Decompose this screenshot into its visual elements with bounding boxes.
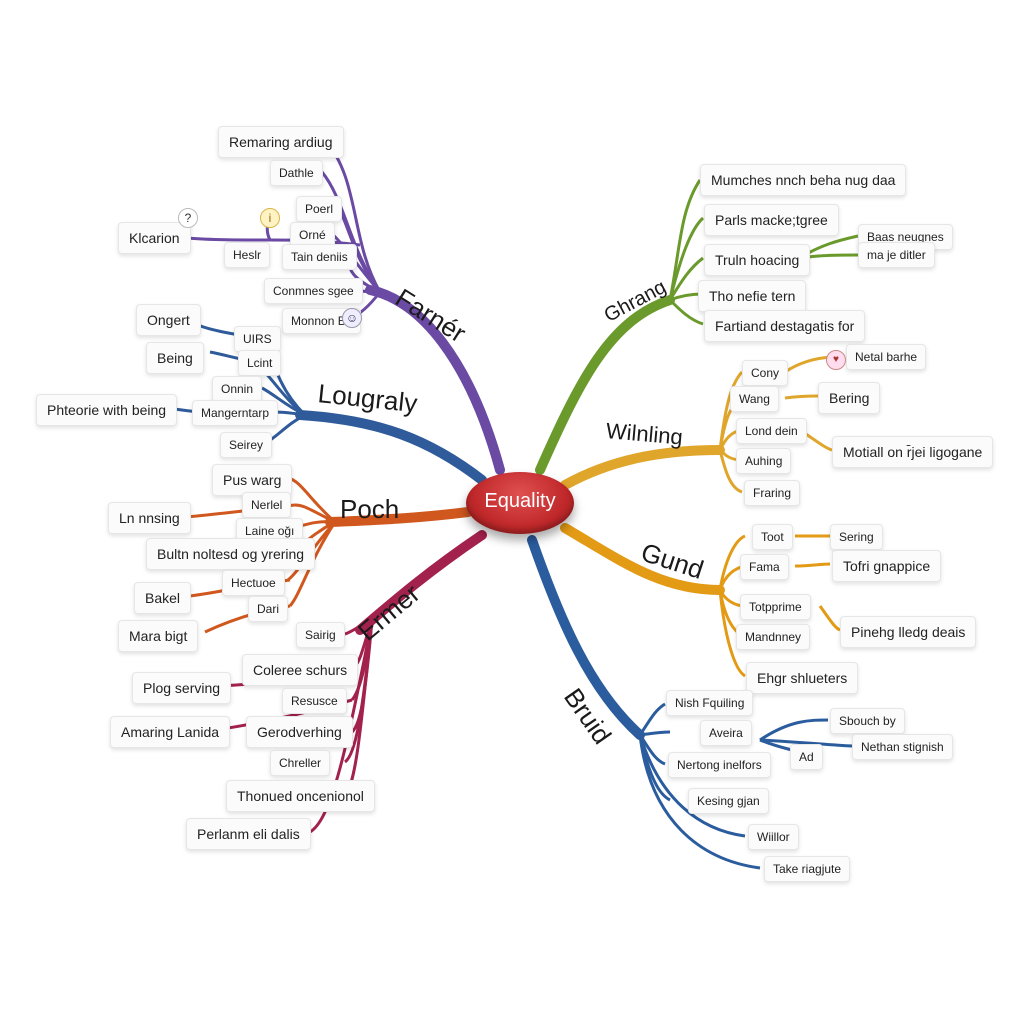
leaf-poch-2[interactable]: Nerlel — [242, 492, 292, 518]
leaf-ghrang-1[interactable]: Mumches nnch beha nug daa — [700, 164, 907, 196]
leaf-ghrang-4[interactable]: Baas neugnes — [858, 224, 953, 250]
leaf-ermer-4[interactable]: Resusce — [282, 688, 347, 714]
leaf-farner-1[interactable]: Remaring ardiug — [218, 126, 344, 158]
leaf-bruid-7[interactable]: Kesing gjan — [688, 788, 769, 814]
branch-farner-trunk — [365, 285, 505, 475]
leaf-gund-8[interactable]: Ehgr shlueters — [746, 662, 859, 694]
leaf-bruid-9[interactable]: Take riagjute — [764, 856, 851, 882]
leaf-bruid-1[interactable]: Nish Fquiling — [666, 690, 754, 716]
leaf-wilning-5[interactable]: Lond dein — [736, 418, 807, 444]
leaf-farner-7[interactable]: Conmnes sgee — [264, 278, 363, 304]
leaf-ghrang-6[interactable]: Tho nefie tern — [698, 280, 807, 312]
leaf-bruid-5[interactable]: Nethan stignish — [852, 734, 953, 760]
branch-wilning-trunk — [560, 445, 725, 490]
leaf-ermer-2[interactable]: Coleree schurs — [242, 654, 359, 686]
leaf-ghrang-5[interactable]: ma je ditler — [858, 242, 935, 268]
heart-icon: ♥ — [826, 350, 846, 370]
leaf-farner-5[interactable]: Heslr — [224, 242, 271, 268]
leaf-lougraly-5[interactable]: Onnin — [212, 376, 263, 402]
leaf-ermer-9[interactable]: Perlanm eli dalis — [186, 818, 311, 850]
central-topic-node[interactable]: Equality — [466, 472, 574, 534]
emoji-icon: ☺ — [342, 308, 362, 328]
leaf-lougraly-4[interactable]: Lcint — [238, 350, 282, 376]
leaf-lougraly-8[interactable]: Seirey — [220, 432, 273, 458]
branch-bruid-trunk — [527, 535, 645, 740]
leaf-lougraly-2[interactable]: UIRS — [234, 326, 281, 352]
leaf-poch-3[interactable]: Ln nnsing — [108, 502, 191, 534]
leaf-lougraly-3[interactable]: Being — [146, 342, 204, 374]
leaf-wilning-8[interactable]: Fraring — [744, 480, 801, 506]
leaf-ermer-8[interactable]: Thonued oncenionol — [226, 780, 375, 812]
leaf-farner-extra[interactable]: Klcarion — [118, 222, 191, 254]
leaf-wilning-2[interactable]: Netal barhe — [846, 344, 927, 370]
leaf-wilning-1[interactable]: Cony — [742, 360, 789, 386]
leaf-gund-4[interactable]: Tofri gnappice — [832, 550, 942, 582]
branch-lougraly-trunk — [295, 410, 487, 485]
question-icon: ? — [178, 208, 198, 228]
branch-poch-trunk — [325, 507, 473, 527]
leaf-lougraly-7[interactable]: Mangerntarp — [192, 400, 279, 426]
leaf-bruid-6[interactable]: Nertong inelfors — [668, 752, 771, 778]
leaf-gund-1[interactable]: Toot — [752, 524, 793, 550]
leaf-poch-7[interactable]: Bakel — [134, 582, 192, 614]
leaf-ermer-1[interactable]: Sairig — [296, 622, 345, 648]
leaf-ermer-7[interactable]: Chreller — [270, 750, 331, 776]
leaf-wilning-6[interactable]: Auhing — [736, 448, 792, 474]
leaf-poch-5[interactable]: Bultn noltesd og yrering — [146, 538, 316, 570]
leaf-poch-6[interactable]: Hectuoe — [222, 570, 285, 596]
leaf-poch-9[interactable]: Mara bigt — [118, 620, 199, 652]
leaf-wilning-3[interactable]: Wang — [730, 386, 779, 412]
leaf-ghrang-7[interactable]: Fartiand destagatis for — [704, 310, 866, 342]
leaf-wilning-7[interactable]: Motiall on r̄jei ligogane — [832, 436, 994, 468]
leaf-poch-8[interactable]: Dari — [248, 596, 289, 622]
leaf-ghrang-2[interactable]: Parls macke;tgree — [704, 204, 839, 236]
leaf-ermer-6[interactable]: Gerodverhing — [246, 716, 353, 748]
leaf-farner-2[interactable]: Dathle — [270, 160, 323, 186]
leaf-gund-3[interactable]: Fama — [740, 554, 789, 580]
info-icon: i — [260, 208, 280, 228]
leaf-gund-2[interactable]: Sering — [830, 524, 883, 550]
leaf-farner-6[interactable]: Tain deniis — [282, 244, 357, 270]
branch-label-poch[interactable]: Poch — [340, 494, 400, 524]
leaf-bruid-3[interactable]: Aveira — [700, 720, 752, 746]
leaf-farner-4[interactable]: Orné — [290, 222, 335, 248]
leaf-lougraly-6[interactable]: Phteorie with being — [36, 394, 178, 426]
leaf-wilning-4[interactable]: Bering — [818, 382, 881, 414]
leaf-bruid-8[interactable]: Wiillor — [748, 824, 799, 850]
leaf-gund-6[interactable]: Mandnney — [736, 624, 811, 650]
leaf-lougraly-1[interactable]: Ongert — [136, 304, 201, 336]
branch-ghrang-trunk — [535, 295, 675, 475]
leaf-gund-7[interactable]: Pinehg lledg deais — [840, 616, 977, 648]
leaf-farner-3[interactable]: Poerl — [296, 196, 343, 222]
leaf-bruid-2[interactable]: Sbouch by — [830, 708, 905, 734]
leaf-ermer-3[interactable]: Plog serving — [132, 672, 232, 704]
leaf-gund-5[interactable]: Totpprime — [740, 594, 811, 620]
branch-gund-trunk — [560, 523, 725, 595]
leaf-bruid-4[interactable]: Ad — [790, 744, 823, 770]
leaf-ghrang-3[interactable]: Truln hoacing — [704, 244, 811, 276]
leaf-ermer-5[interactable]: Amaring Lanida — [110, 716, 231, 748]
branch-ermer-trunk — [355, 530, 487, 635]
